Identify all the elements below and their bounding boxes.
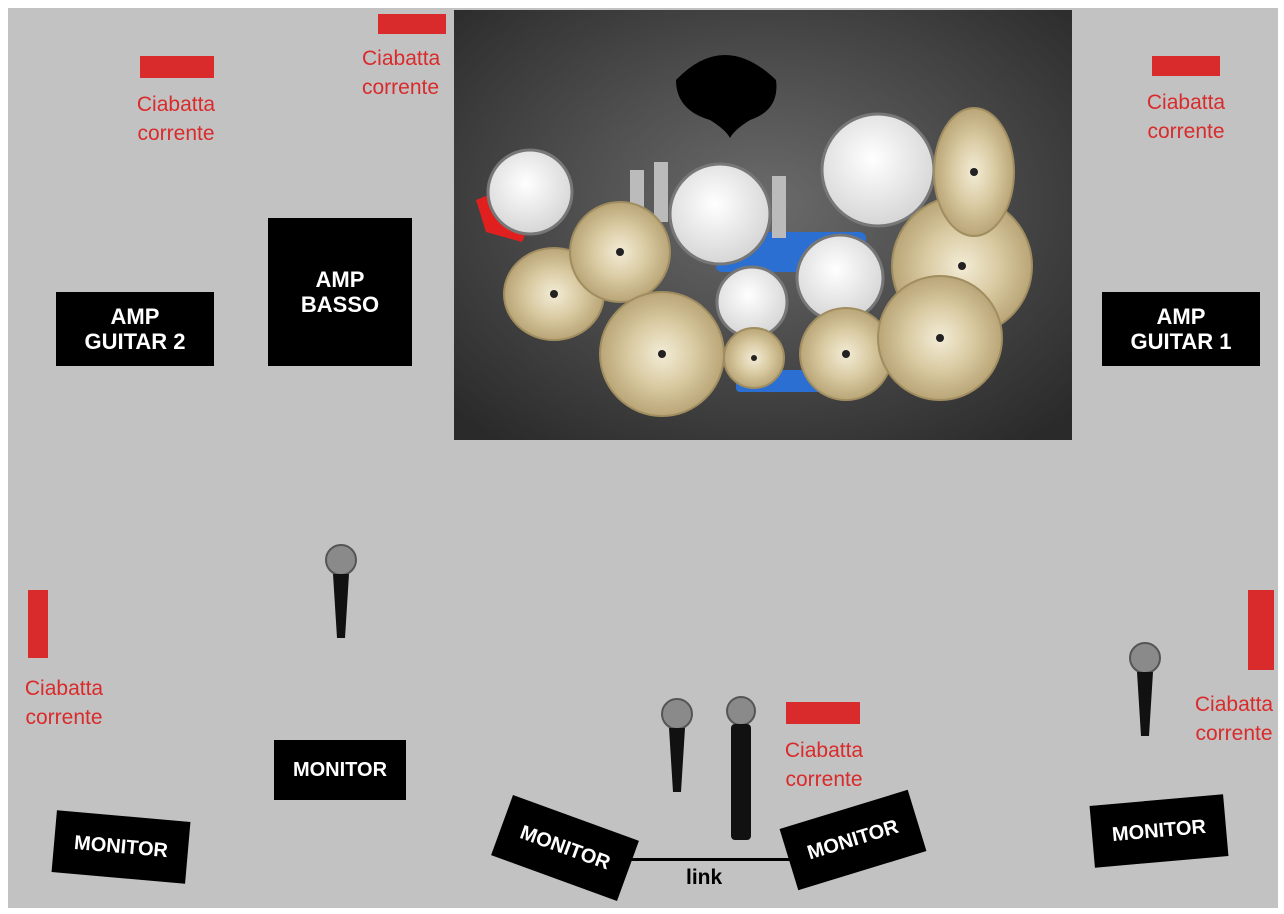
link-label: link <box>686 866 723 889</box>
monitor-wedge: MONITOR <box>1089 794 1229 868</box>
monitor-wedge: MONITOR <box>274 740 406 800</box>
microphone-icon <box>1129 642 1161 736</box>
power-strip-marker <box>28 590 48 658</box>
power-strip-marker <box>140 56 214 78</box>
monitor-wedge: MONITOR <box>51 810 191 884</box>
link-line <box>620 858 792 861</box>
power-strip-marker <box>786 702 860 724</box>
power-strip-marker <box>1152 56 1220 76</box>
microphone-icon <box>325 544 357 638</box>
microphone-icon <box>661 698 693 792</box>
drum-kit-icon <box>454 10 1072 440</box>
power-strip-marker <box>378 14 446 34</box>
power-strip-marker <box>1248 590 1274 670</box>
wireless-microphone-icon <box>726 696 756 840</box>
